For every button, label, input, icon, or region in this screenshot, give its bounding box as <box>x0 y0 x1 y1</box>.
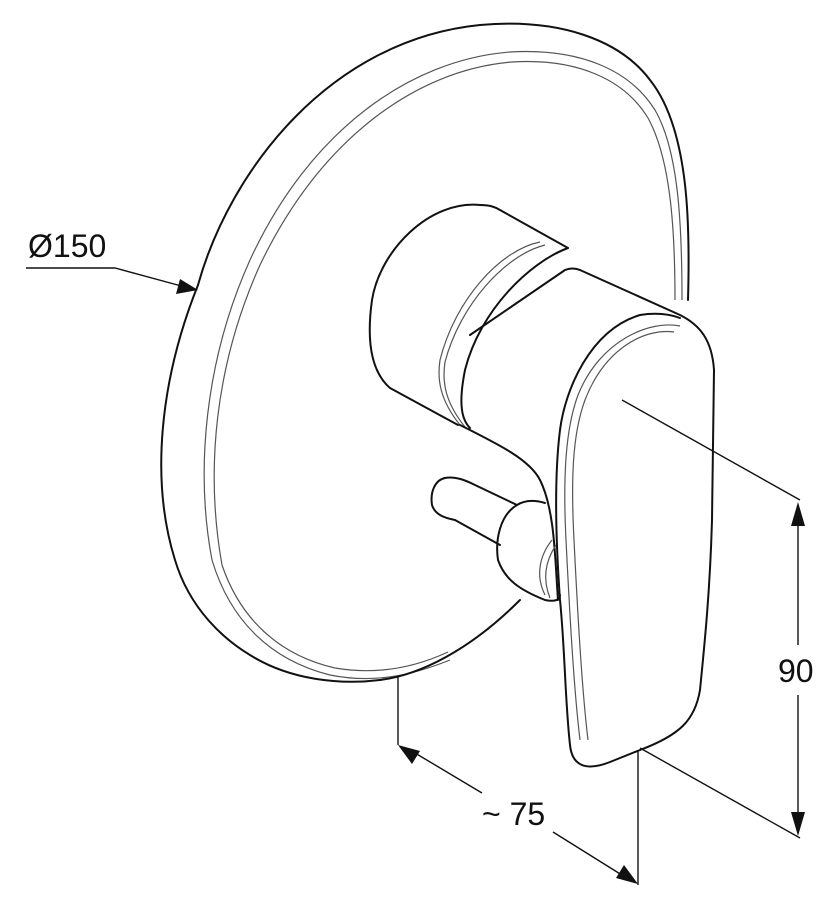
mixer-body <box>368 203 569 429</box>
diameter-leader <box>26 267 198 294</box>
diameter-label: Ø150 <box>28 228 107 264</box>
projection-dimension <box>397 676 639 885</box>
height-dimension <box>621 399 805 839</box>
projection-label: ~ 75 <box>482 796 546 832</box>
diverter-knob <box>430 476 561 602</box>
wall-plate <box>160 22 690 683</box>
height-label: 90 <box>778 653 814 689</box>
lever-handle <box>459 267 715 768</box>
